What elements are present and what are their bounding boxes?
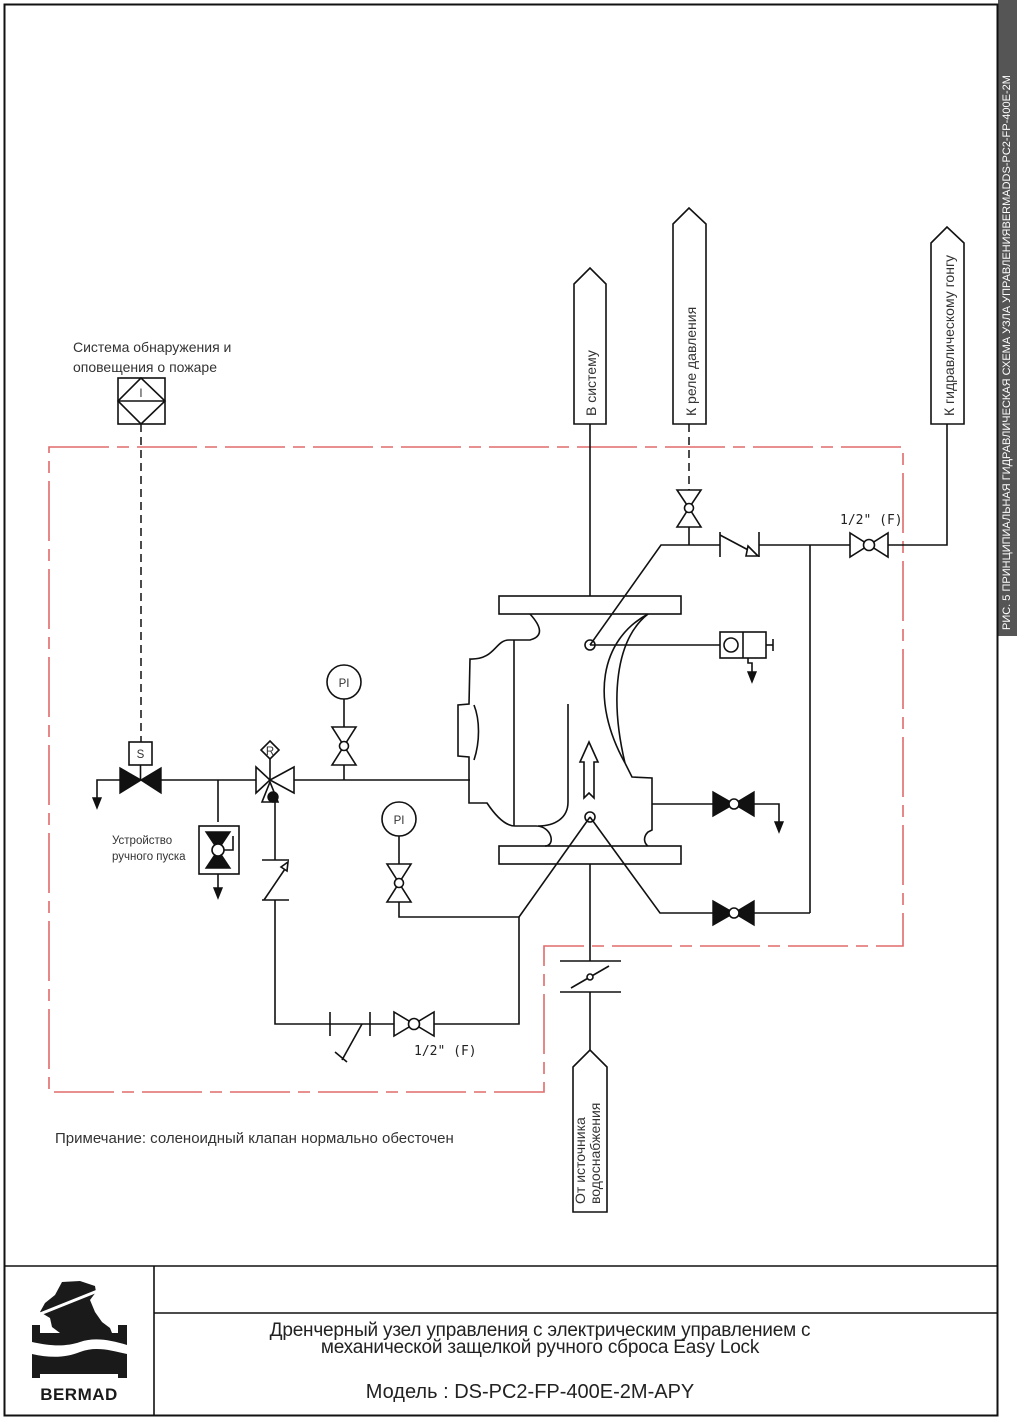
pressure-gauge-tag: PI: [339, 678, 350, 690]
upper-flange: [498, 595, 682, 615]
gong-line: [888, 424, 948, 546]
drain-arrow-icon: [746, 671, 758, 684]
pressure-gauge-icon: PI: [326, 664, 362, 780]
gong-shutoff-valve-icon[interactable]: [849, 531, 889, 559]
from-water-source-tag: От источника водоснабжения: [572, 1048, 608, 1213]
automatic-drain-valve-icon: [719, 631, 774, 674]
to-hydraulic-gong-tag: К гидравлическому гонгу: [930, 225, 965, 425]
note-text: Примечание: соленоидный клапан нормально…: [55, 1130, 454, 1147]
relay-tag: R: [266, 746, 274, 758]
lower-flange: [498, 845, 682, 865]
main-drain-valve-icon[interactable]: [712, 899, 755, 927]
sheet-frame: [3, 3, 999, 1417]
priming-return-line: [274, 900, 330, 1025]
enclosure-boundary: [48, 446, 904, 1093]
main-drain-line: [589, 816, 713, 914]
fire-panel-tag: I: [139, 388, 142, 400]
manual-release-device-icon[interactable]: [198, 825, 240, 875]
solenoid-tag: S: [137, 749, 145, 761]
gauge-lower-line: [398, 902, 519, 918]
deluge-valve-body: [457, 595, 682, 865]
check-valve-icon: [262, 859, 289, 901]
strainer-icon: [329, 1012, 371, 1063]
logo-text: BERMAD: [40, 1385, 118, 1404]
solenoid-valve-icon: S: [119, 741, 162, 795]
drain-arrow-icon: [773, 821, 785, 834]
manual-release-label-1: Устройство: [112, 835, 172, 847]
manual-release-label-2: ручного пуска: [112, 851, 186, 863]
drawing-title-line-2: механической защелкой ручного сброса Eas…: [320, 1337, 760, 1358]
valve-size-bottom: 1/2" (F): [414, 1044, 477, 1059]
fire-detection-panel-icon: I: [116, 376, 167, 426]
drawing-title: Дренчерный узел управления с электрическ…: [160, 1320, 920, 1358]
solenoid-drain-line: [96, 779, 120, 800]
flow-direction-arrow-icon: [578, 740, 600, 800]
pressure-gauge-tag: PI: [394, 815, 405, 827]
bermad-logo: BERMAD: [32, 1281, 127, 1404]
model-number: Модель : DS-PC2-FP-400E-2M-APY: [365, 1381, 695, 1403]
priming-supply-diagonal: [518, 816, 591, 918]
drain-line-upper-out: [754, 803, 780, 824]
ball-valve-icon[interactable]: [393, 1010, 435, 1038]
alarm-port-line: [589, 544, 720, 646]
fire-detection-label-1: Система обнаружения и: [73, 339, 231, 355]
to-pressure-switch-tag: К реле давления: [672, 206, 707, 425]
fire-detection-label-2: оповещения о пожаре: [73, 359, 217, 375]
to-system-label: В систему: [583, 350, 599, 416]
relay-valve-icon: R: [255, 739, 295, 803]
valve-size-top: 1/2" (F): [840, 513, 903, 528]
drain-arrow-icon: [91, 797, 103, 810]
from-water-source-label-2: водоснабжения: [587, 1103, 603, 1204]
to-pressure-switch-label: К реле давления: [683, 307, 699, 416]
to-system-tag: В систему: [573, 266, 607, 425]
side-title-strip: [998, 0, 1017, 636]
drain-valve-icon[interactable]: [712, 790, 755, 818]
upstream-supply-line: [434, 917, 520, 1025]
drawing-title-line-1: Дренчерный узел управления с электрическ…: [269, 1320, 811, 1341]
alarm-check-valve-icon: [719, 532, 760, 557]
alarm-test-valve-icon[interactable]: [675, 489, 703, 528]
pressure-gauge-icon: PI: [381, 801, 417, 903]
drain-arrow-icon: [212, 887, 224, 900]
from-water-source-label-1: От источника: [572, 1117, 588, 1204]
inlet-butterfly-valve-icon[interactable]: [560, 960, 621, 993]
to-hydraulic-gong-label: К гидравлическому гонгу: [941, 255, 957, 416]
